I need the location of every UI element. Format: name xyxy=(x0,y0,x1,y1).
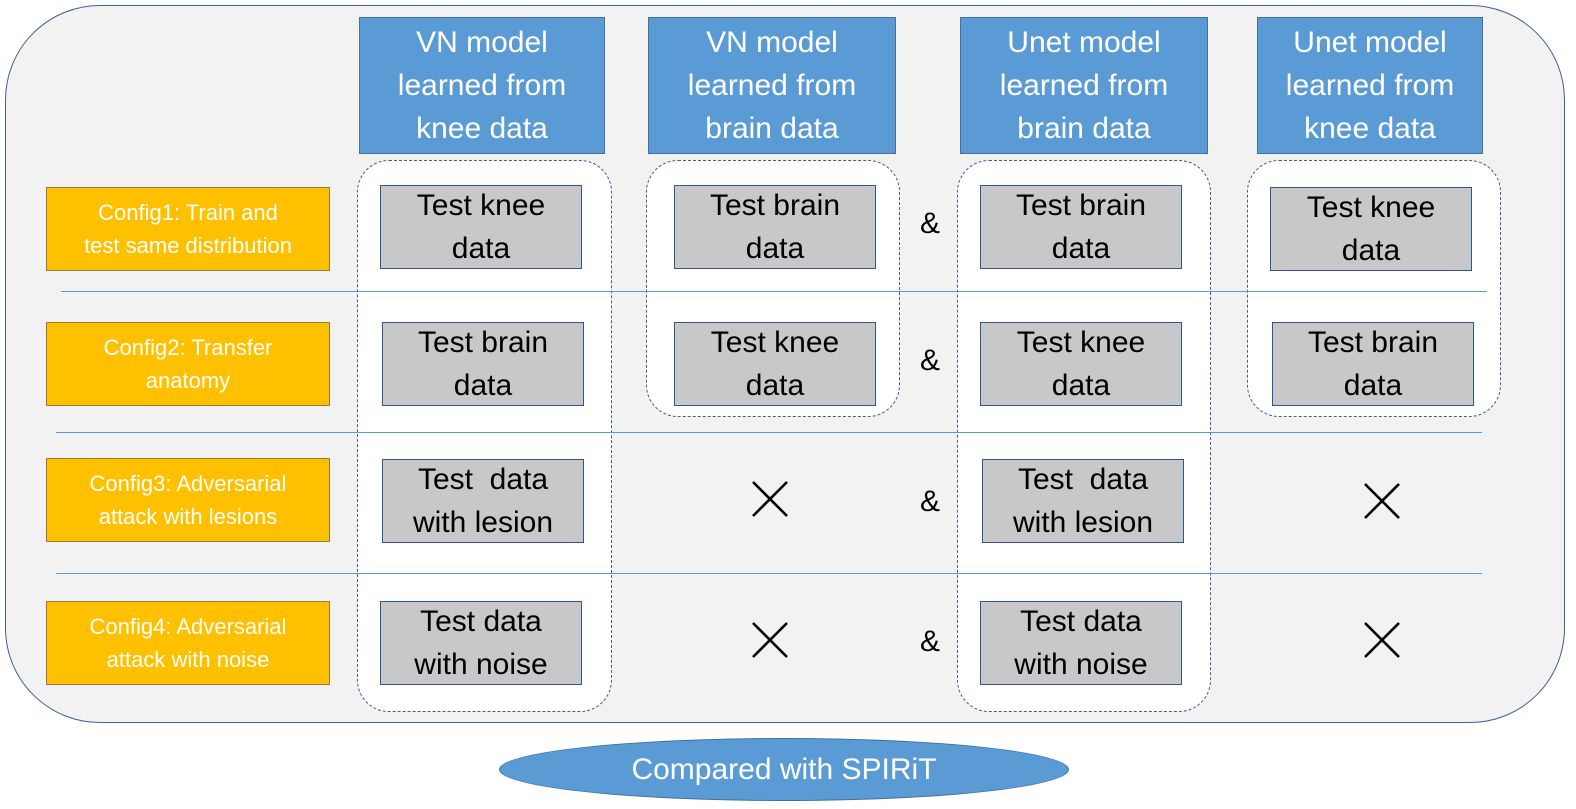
test-box: Test data with noise xyxy=(980,601,1182,685)
x-mark-icon xyxy=(752,622,788,658)
header-unet-brain: Unet model learned from brain data xyxy=(960,17,1208,154)
row-separator xyxy=(56,573,1482,574)
test-box: Test knee data xyxy=(674,322,876,406)
header-unet-knee: Unet model learned from knee data xyxy=(1257,17,1483,154)
config1-label: Config1: Train and test same distributio… xyxy=(46,187,330,271)
x-mark-icon xyxy=(1364,622,1400,658)
test-box: Test knee data xyxy=(980,322,1182,406)
test-box: Test data with lesion xyxy=(382,459,584,543)
row-separator xyxy=(56,432,1482,433)
ampersand: & xyxy=(919,344,940,377)
ampersand: & xyxy=(919,625,940,658)
test-box: Test data with lesion xyxy=(982,459,1184,543)
test-box: Test knee data xyxy=(1270,187,1472,271)
comparison-oval: Compared with SPIRiT xyxy=(499,738,1069,801)
x-mark-icon xyxy=(1364,483,1400,519)
x-mark-icon xyxy=(752,481,788,517)
config2-label: Config2: Transfer anatomy xyxy=(46,322,330,406)
config3-label: Config3: Adversarial attack with lesions xyxy=(46,458,330,542)
test-box: Test data with noise xyxy=(380,601,582,685)
header-vn-brain: VN model learned from brain data xyxy=(648,17,896,154)
test-box: Test brain data xyxy=(1272,322,1474,406)
test-box: Test brain data xyxy=(382,322,584,406)
header-vn-knee: VN model learned from knee data xyxy=(359,17,605,154)
test-box: Test knee data xyxy=(380,185,582,269)
config4-label: Config4: Adversarial attack with noise xyxy=(46,601,330,685)
ampersand: & xyxy=(919,485,940,518)
test-box: Test brain data xyxy=(980,185,1182,269)
row-separator xyxy=(61,291,1487,292)
ampersand: & xyxy=(919,207,940,240)
test-box: Test brain data xyxy=(674,185,876,269)
